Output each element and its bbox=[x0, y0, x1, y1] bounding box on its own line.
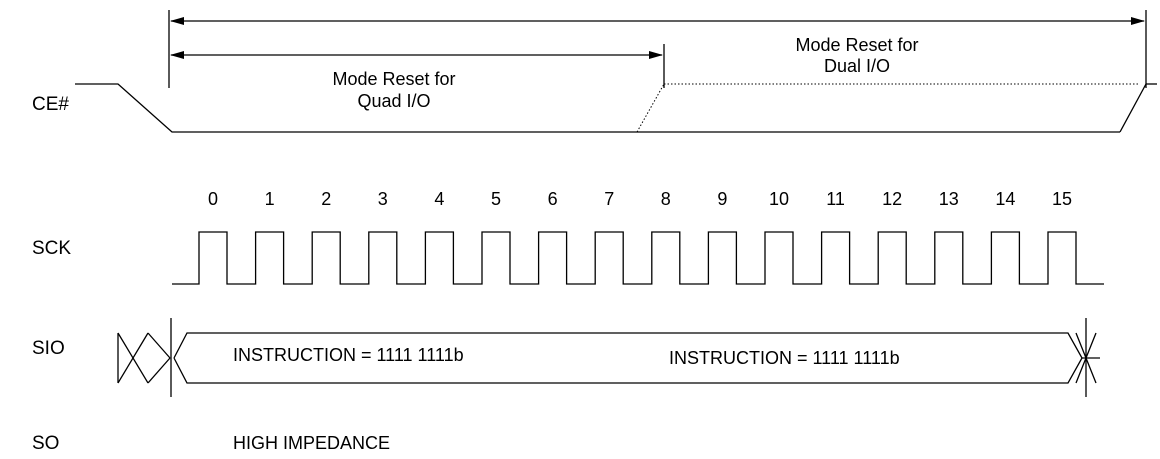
clock-cycle-label-4: 4 bbox=[434, 189, 444, 209]
clock-cycle-label-6: 6 bbox=[548, 189, 558, 209]
sio-waveform bbox=[117, 318, 1100, 397]
sck-waveform bbox=[172, 231, 1104, 285]
clock-cycle-label-5: 5 bbox=[491, 189, 501, 209]
clock-cycle-label-9: 9 bbox=[717, 189, 727, 209]
so-high-impedance-label: HIGH IMPEDANCE bbox=[233, 433, 390, 453]
dual-mode-reset-line2: Dual I/O bbox=[824, 56, 890, 76]
clock-cycle-label-14: 14 bbox=[995, 189, 1015, 209]
clock-cycle-label-15: 15 bbox=[1052, 189, 1072, 209]
ce-waveform bbox=[75, 83, 1157, 133]
sck-signal-label: SCK bbox=[32, 238, 71, 259]
clock-cycle-label-2: 2 bbox=[321, 189, 331, 209]
so-signal-label: SO bbox=[32, 433, 59, 454]
quad-mode-reset-line1: Mode Reset for bbox=[332, 69, 455, 89]
clock-cycle-label-7: 7 bbox=[604, 189, 614, 209]
dimension-markers bbox=[168, 10, 1147, 88]
sio-signal-label: SIO bbox=[32, 338, 65, 359]
clock-cycle-label-3: 3 bbox=[378, 189, 388, 209]
ce-signal-label: CE# bbox=[32, 94, 69, 115]
quad-mode-reset-line2: Quad I/O bbox=[357, 91, 430, 111]
clock-cycle-label-12: 12 bbox=[882, 189, 902, 209]
clock-cycle-label-11: 11 bbox=[826, 189, 845, 209]
clock-cycle-label-10: 10 bbox=[769, 189, 789, 209]
clock-cycle-label-13: 13 bbox=[939, 189, 959, 209]
instruction-label-1: INSTRUCTION = 1111 1111b bbox=[233, 345, 464, 365]
instruction-label-2: INSTRUCTION = 1111 1111b bbox=[669, 348, 900, 368]
clock-cycle-label-0: 0 bbox=[208, 189, 218, 209]
sio-left-x-b bbox=[117, 332, 149, 384]
dual-mode-reset-line1: Mode Reset for bbox=[795, 35, 918, 55]
clock-cycle-label-8: 8 bbox=[661, 189, 671, 209]
clock-cycle-label-1: 1 bbox=[265, 189, 275, 209]
